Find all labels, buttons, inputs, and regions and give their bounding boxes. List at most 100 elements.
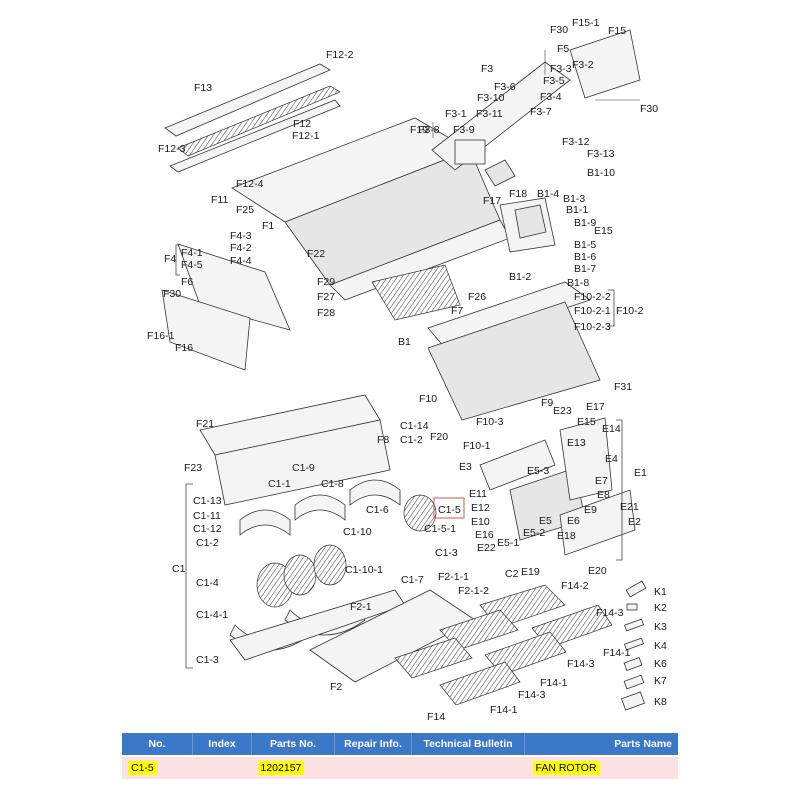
part-label: E5-2 bbox=[523, 527, 545, 539]
parts-number-link[interactable]: 1202157 bbox=[257, 761, 305, 775]
part-label: K2 bbox=[654, 602, 667, 614]
part-label: C1-4-1 bbox=[196, 609, 228, 621]
part-label: K4 bbox=[654, 640, 667, 652]
part-label: F31 bbox=[614, 381, 632, 393]
part-label: F4 bbox=[164, 253, 176, 265]
part-label: C1-12 bbox=[193, 523, 222, 535]
part-label: E3 bbox=[459, 461, 472, 473]
column-header-no[interactable]: No. bbox=[122, 733, 193, 756]
part-label: F30 bbox=[640, 103, 658, 115]
part-label: F11 bbox=[211, 194, 228, 206]
part-label: B1-1 bbox=[566, 204, 588, 216]
part-label: F18 bbox=[509, 188, 527, 200]
part-label: F8 bbox=[377, 434, 389, 446]
part-label: F3-1 bbox=[445, 108, 467, 120]
part-label: F10-3 bbox=[476, 416, 504, 428]
part-label: F2-1-2 bbox=[458, 585, 489, 597]
part-label: F10-2 bbox=[616, 305, 644, 317]
table-header-row: No. Index Parts No. Repair Info. Technic… bbox=[122, 733, 678, 756]
part-label: C1-2 bbox=[400, 434, 423, 446]
part-label: F3-4 bbox=[540, 91, 562, 103]
part-label: F14-1 bbox=[603, 647, 631, 659]
part-label: F14-3 bbox=[518, 689, 546, 701]
part-label: B1-6 bbox=[574, 251, 596, 263]
part-label: F10 bbox=[419, 393, 437, 405]
part-label: F23 bbox=[184, 462, 202, 474]
part-label: F3-2 bbox=[572, 59, 594, 71]
part-label: F4-4 bbox=[230, 255, 252, 267]
exploded-parts-diagram: F15-1 F15 F30 F5 F3-2 F3-3 F3 F3-5 F3-6 … bbox=[147, 17, 667, 723]
part-label: F14-3 bbox=[596, 607, 624, 619]
column-header-index[interactable]: Index bbox=[192, 733, 252, 756]
part-label: E11 bbox=[469, 488, 487, 500]
part-label: F10-1 bbox=[463, 440, 491, 452]
part-label: F9 bbox=[541, 397, 553, 409]
part-label: F25 bbox=[236, 204, 254, 216]
part-label: F3-13 bbox=[587, 148, 615, 160]
part-label: F29 bbox=[317, 276, 335, 288]
part-label: F19 bbox=[410, 124, 428, 136]
part-label: F15-1 bbox=[572, 17, 600, 29]
part-label: F3-11 bbox=[476, 108, 503, 120]
part-label: C1-8 bbox=[321, 478, 344, 490]
part-label: F1 bbox=[262, 220, 274, 232]
column-header-parts-no[interactable]: Parts No. bbox=[251, 733, 335, 756]
part-label: F3-8 bbox=[418, 124, 440, 136]
part-label: F27 bbox=[317, 291, 335, 303]
part-label: K7 bbox=[654, 675, 667, 687]
part-label: F14-1 bbox=[540, 677, 568, 689]
part-label: B1-10 bbox=[587, 167, 615, 179]
part-label: F3-7 bbox=[530, 106, 552, 118]
part-label: F4-3 bbox=[230, 230, 252, 242]
part-label: C1-5-1 bbox=[424, 523, 456, 535]
part-label: F17 bbox=[483, 195, 501, 207]
part-label: F12-1 bbox=[292, 130, 320, 142]
cell-parts-no[interactable]: 1202157 bbox=[251, 755, 335, 779]
part-label: F14-1 bbox=[490, 704, 518, 716]
part-label: E5-3 bbox=[527, 465, 549, 477]
part-label: K6 bbox=[654, 658, 667, 670]
part-label: E18 bbox=[557, 530, 576, 542]
part-label: F13 bbox=[194, 82, 212, 94]
part-label: F3-9 bbox=[453, 124, 475, 136]
part-label: F3-5 bbox=[543, 75, 565, 87]
part-label: F2 bbox=[330, 681, 342, 693]
part-label: F15 bbox=[608, 25, 626, 37]
part-label: B1-5 bbox=[574, 239, 596, 251]
part-label: F2-1 bbox=[350, 601, 372, 613]
column-header-parts-name[interactable]: Parts Name bbox=[524, 733, 678, 756]
part-label: B1-2 bbox=[509, 271, 531, 283]
part-label: C1-6 bbox=[366, 504, 389, 516]
highlight-callout-box bbox=[433, 497, 465, 519]
part-label: F14 bbox=[427, 711, 445, 723]
cell-parts-name: FAN ROTOR bbox=[524, 755, 678, 779]
part-label: F4-2 bbox=[230, 242, 252, 254]
part-label: F2-1-1 bbox=[438, 571, 469, 583]
part-label: B1 bbox=[398, 336, 411, 348]
part-label: F12-3 bbox=[158, 143, 186, 155]
part-label: E16 bbox=[475, 529, 494, 541]
part-label: B1-9 bbox=[574, 217, 596, 229]
part-label: C1-14 bbox=[400, 420, 429, 432]
part-label: F21 bbox=[196, 418, 214, 430]
part-label: E1 bbox=[634, 467, 647, 479]
part-label: E21 bbox=[620, 501, 639, 513]
column-header-technical-bulletin[interactable]: Technical Bulletin bbox=[411, 733, 525, 756]
part-label: E22 bbox=[477, 542, 496, 554]
part-label: E10 bbox=[471, 516, 490, 528]
part-label: C1-1 bbox=[268, 478, 291, 490]
table-row[interactable]: C1-5 1202157 FAN ROTOR bbox=[122, 755, 678, 779]
cell-repair-info bbox=[334, 755, 412, 779]
part-label: F3-10 bbox=[477, 92, 505, 104]
part-label: E5-1 bbox=[497, 537, 519, 549]
part-label: K3 bbox=[654, 621, 667, 633]
part-label: E4 bbox=[605, 453, 618, 465]
part-label: E2 bbox=[628, 516, 641, 528]
part-label: E7 bbox=[595, 475, 608, 487]
part-label: E13 bbox=[567, 437, 586, 449]
part-label: B1-7 bbox=[574, 263, 596, 275]
part-label: C1-13 bbox=[193, 495, 222, 507]
column-header-repair-info[interactable]: Repair Info. bbox=[334, 733, 412, 756]
part-label: F4-1 bbox=[181, 247, 203, 259]
part-label: F16-1 bbox=[147, 330, 175, 342]
